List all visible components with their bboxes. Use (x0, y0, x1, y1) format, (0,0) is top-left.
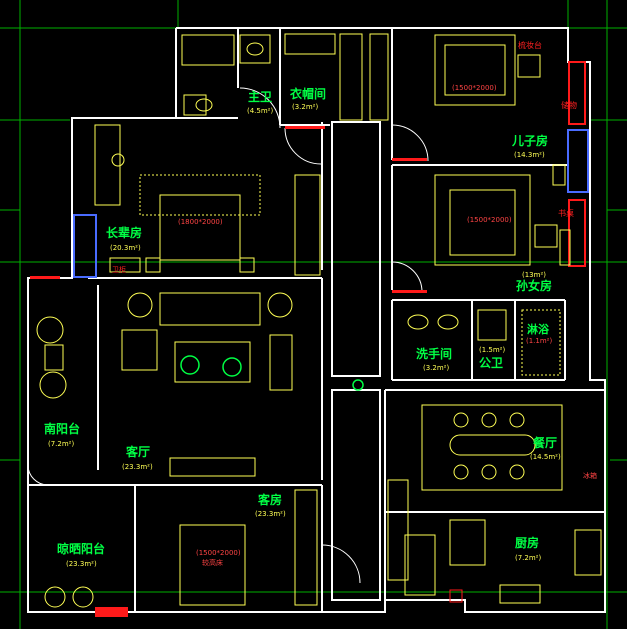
master-bath-area: (4.5m²) (247, 107, 273, 115)
dining-room-area: (14.5m²) (530, 453, 561, 461)
elder-room-bed: (1800*2000) (178, 218, 223, 226)
living-room-area: (23.3m²) (122, 463, 153, 471)
granddaughter-room-area: (13m²) (522, 271, 546, 279)
desk-label: 书桌 (558, 208, 574, 218)
living-room-label: 客厅 (125, 444, 150, 459)
son-room-area: (14.3m²) (514, 151, 545, 159)
plants (180, 355, 364, 391)
guest-room-area: (23.3m²) (255, 510, 286, 518)
public-bath-area: (1.5m²) (479, 346, 505, 354)
shower-label: 淋浴 (527, 322, 550, 336)
dining-room-label: 餐厅 (533, 435, 557, 450)
kitchen-area: (7.2m²) (515, 554, 541, 562)
corner-tag-label: 卫柜 (112, 265, 126, 274)
door-swings (27, 87, 429, 584)
drying-balcony-label: 晾晒阳台 (57, 541, 105, 556)
granddaughter-room-label: 孙女房 (516, 278, 552, 293)
public-bath-label: 公卫 (479, 356, 503, 370)
study-desk-label: 梳妆台 (518, 40, 542, 50)
son-room-label: 儿子房 (511, 133, 548, 148)
walls (27, 27, 606, 613)
appliance-label: 冰箱 (583, 471, 597, 480)
furniture (36, 33, 602, 608)
master-bath-label: 主卫 (248, 89, 272, 104)
granddaughter-room-bed: (1500*2000) (467, 216, 512, 224)
room-labels: 主卫 (4.5m²) 衣帽间 (3.2m²) 梳妆台 储物 儿子房 (14.3m… (44, 40, 597, 568)
south-balcony-area: (7.2m²) (48, 440, 74, 448)
closet-area: (3.2m²) (292, 103, 318, 111)
son-room-bed: (1500*2000) (452, 84, 497, 92)
washroom-area: (3.2m²) (423, 364, 449, 372)
closet-label: 衣帽间 (290, 86, 326, 101)
shower-area: (1.1m²) (526, 337, 552, 345)
drying-balcony-area: (23.3m²) (66, 560, 97, 568)
elder-room-label: 长辈房 (106, 225, 142, 240)
elder-room-area: (20.3m²) (110, 244, 141, 252)
washroom-label: 洗手间 (416, 346, 452, 361)
south-balcony-label: 南阳台 (44, 421, 80, 436)
guest-room-bed: (1500*2000) (196, 549, 241, 557)
red-accents (30, 61, 586, 617)
kitchen-label: 厨房 (515, 535, 539, 550)
guest-room-label: 客房 (257, 492, 282, 507)
guest-room-bed-sub: 较高床 (202, 558, 223, 567)
storage-label: 储物 (561, 100, 577, 110)
windows (73, 129, 589, 278)
